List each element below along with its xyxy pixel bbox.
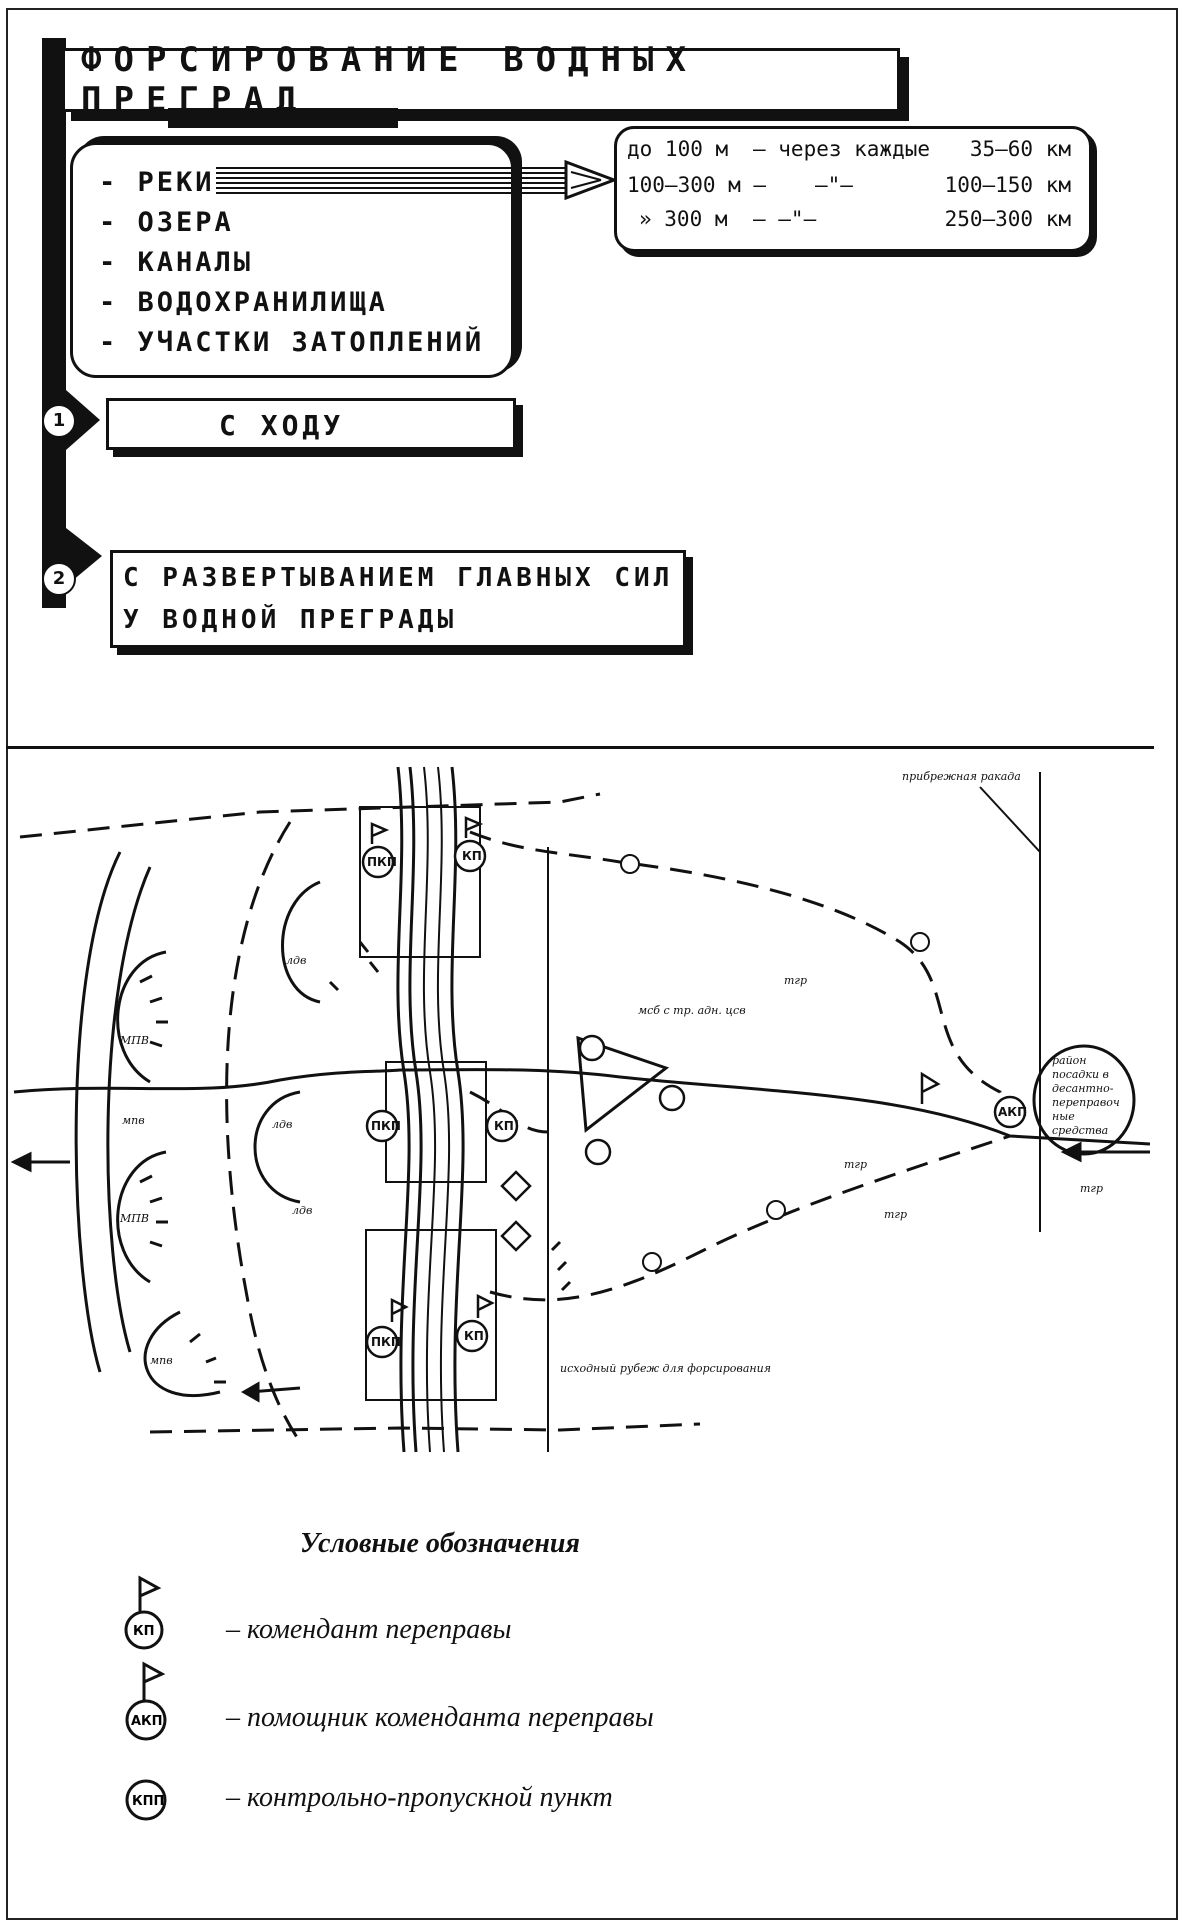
upper-dashed-road: [19, 792, 601, 839]
legend-text-akp: – помощник коменданта переправы: [226, 1702, 654, 1733]
obstacle-types-box: - РЕКИ - ОЗЕРА - КАНАЛЫ - ВОДОХРАНИЛИЩА …: [70, 142, 514, 378]
obstacle-types-list: - РЕКИ - ОЗЕРА - КАНАЛЫ - ВОДОХРАНИЛИЩА …: [73, 145, 511, 363]
label-ldv-2: лдв: [272, 1118, 292, 1131]
method-2-line-2: У ВОДНОЙ ПРЕГРАДЫ: [123, 605, 458, 635]
map-akp: АКП: [998, 1105, 1027, 1119]
coastal-spur: [979, 786, 1041, 853]
legend-symbol-kp-label: КП: [133, 1624, 155, 1639]
pocket-upper-left: [116, 950, 167, 1084]
label-landing-3: десантно-: [1052, 1082, 1114, 1095]
distance-mid-3: – –"–: [753, 207, 817, 231]
pocket-bottom-left: [143, 1310, 221, 1398]
label-landing-2: посадки в: [1052, 1068, 1109, 1081]
legend-symbol-akp-label: АКП: [131, 1714, 163, 1729]
obstacle-type-flood-areas: - УЧАСТКИ ЗАТОПЛЕНИЙ: [99, 327, 485, 358]
obstacle-type-reservoirs: - ВОДОХРАНИЛИЩА: [99, 287, 388, 318]
outer-frame: [6, 8, 1178, 1920]
label-mpv-2: мпв: [122, 1114, 145, 1127]
river-bank-right: [450, 766, 465, 1453]
label-mpv-4: мпв: [150, 1354, 173, 1367]
label-ldv-1: лдв: [286, 954, 306, 967]
distance-width-1: до 100 м: [627, 137, 729, 161]
label-ldv-3: лдв: [292, 1204, 312, 1217]
legend-symbol-akp: АКП: [125, 1661, 167, 1741]
distance-width-2: 100–300 м –: [627, 173, 767, 197]
label-tgr-3: тгр: [884, 1208, 907, 1221]
msb-triangle: [576, 1035, 670, 1133]
distance-value-1: 35–60 км: [969, 137, 1071, 161]
label-mpv-3: МПВ: [119, 1212, 149, 1225]
route-lower: [489, 1134, 1011, 1302]
obstacle-type-lakes: - ОЗЕРА: [99, 207, 234, 238]
distance-mid-2: –"–: [815, 173, 853, 197]
label-tgr-1: тгр: [784, 974, 807, 987]
method-2-line-1: С РАЗВЕРТЫВАНИЕМ ГЛАВНЫХ СИЛ: [123, 563, 674, 593]
method-connectors: [66, 390, 102, 586]
label-mpv-1: МПВ: [119, 1034, 149, 1047]
crossing-map: прибрежная ракада мсб с тр. адн. цсв исх…: [10, 766, 1151, 1453]
distance-width-3: » 300 м: [639, 207, 728, 231]
obstacle-type-rivers: - РЕКИ: [99, 167, 215, 198]
legend-text-kpp: – контрольно-пропускной пункт: [226, 1782, 613, 1813]
outer-arc-2: [106, 866, 152, 1353]
map-pkp-2: ПКП: [371, 1119, 401, 1133]
legend-symbol-kpp-label: КПП: [132, 1794, 164, 1809]
label-coastal-road: прибрежная ракада: [902, 770, 1021, 783]
legend-symbol-kp: КП: [124, 1575, 164, 1650]
map-pkp-1: ПКП: [367, 855, 397, 869]
method-1-line-1: С ХОДУ: [219, 409, 345, 442]
label-landing-6: средства: [1052, 1124, 1108, 1137]
legend-symbol-kpp: КПП: [125, 1779, 167, 1821]
label-landing-4: переправоч: [1052, 1096, 1120, 1109]
distance-mid-1: – через каждые: [753, 137, 931, 161]
legend-text-kp: – комендант переправы: [226, 1614, 512, 1645]
label-landing-5: ные: [1052, 1110, 1075, 1123]
label-tgr-4: тгр: [1080, 1182, 1103, 1195]
distance-value-3: 250–300 км: [944, 207, 1071, 231]
crossing-compound-2: [385, 1061, 487, 1183]
distance-value-2: 100–150 км: [944, 173, 1071, 197]
label-tgr-2: тгр: [844, 1158, 867, 1171]
method-box-1: С ХОДУ: [106, 398, 516, 450]
main-road: [13, 1068, 1151, 1146]
obstacle-type-canals: - КАНАЛЫ: [99, 247, 254, 278]
section-divider: [6, 746, 1154, 749]
landing-area: [1032, 1044, 1136, 1156]
map-kp-1: КП: [462, 849, 482, 863]
map-kp-3: КП: [464, 1329, 484, 1343]
river-line-1: [422, 766, 437, 1453]
pocket-mid-1: [281, 880, 321, 1004]
pocket-lower-left: [116, 1150, 167, 1284]
label-msb: мсб с тр. адн. цсв: [638, 1004, 746, 1017]
vertical-spine: [42, 38, 66, 608]
river-bank-left-2: [408, 766, 423, 1453]
method-number-2: 2: [42, 562, 76, 596]
crossing-compound-3: [365, 1229, 497, 1401]
distance-box: до 100 м – через каждые 35–60 км 100–300…: [614, 126, 1092, 252]
river-line-2: [436, 766, 451, 1453]
rivers-arrow: [216, 160, 616, 200]
crossing-compound-1: [359, 806, 481, 958]
method-number-1: 1: [42, 404, 76, 438]
lower-dashed-road: [149, 1422, 701, 1434]
label-landing-1: район: [1052, 1054, 1087, 1067]
forward-arc: [225, 821, 302, 1443]
legend-title: Условные обозначения: [300, 1528, 580, 1559]
map-pkp-3: ПКП: [371, 1335, 401, 1349]
river-bank-left: [396, 766, 411, 1453]
map-kp-2: КП: [494, 1119, 514, 1133]
method-box-2: С РАЗВЕРТЫВАНИЕМ ГЛАВНЫХ СИЛ У ВОДНОЙ ПР…: [110, 550, 686, 648]
label-start-line: исходный рубеж для форсирования: [560, 1362, 771, 1375]
outer-arc-1: [74, 851, 122, 1373]
route-upper: [469, 830, 1012, 1137]
pocket-mid-2: [253, 1090, 301, 1204]
title-underbar: [168, 108, 398, 128]
title-box: ФОРСИРОВАНИЕ ВОДНЫХ ПРЕГРАД: [62, 40, 900, 120]
